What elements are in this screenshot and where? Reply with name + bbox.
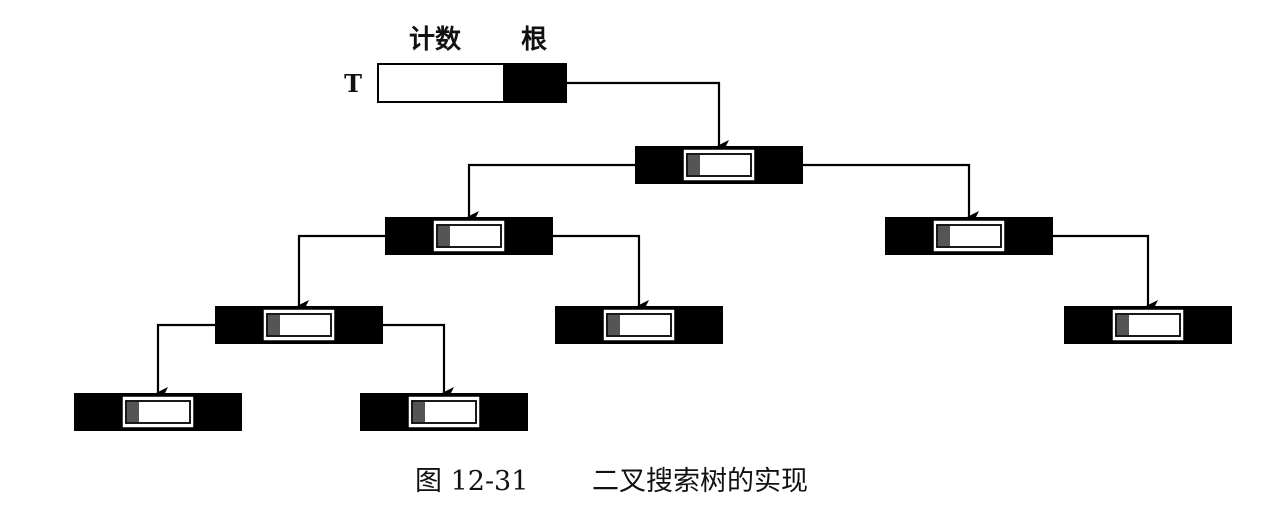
node-value-box bbox=[936, 224, 1002, 248]
tree-node-root bbox=[635, 146, 803, 184]
node-key-marker bbox=[413, 402, 425, 422]
right-child-pointer bbox=[675, 306, 723, 344]
left-child-pointer bbox=[635, 146, 683, 184]
tree-node-n-l bbox=[385, 217, 553, 255]
left-child-pointer bbox=[1064, 306, 1112, 344]
edge-n-l-to-n-ll bbox=[297, 234, 409, 312]
left-child-pointer bbox=[215, 306, 263, 344]
tree-header-record bbox=[377, 63, 567, 103]
tree-node-n-r bbox=[885, 217, 1053, 255]
right-child-pointer bbox=[480, 393, 528, 431]
root-pointer-field bbox=[503, 63, 567, 103]
node-key-marker bbox=[608, 315, 620, 335]
node-key-marker bbox=[938, 226, 950, 246]
left-child-pointer bbox=[555, 306, 603, 344]
node-value-box bbox=[266, 313, 332, 337]
node-value-box bbox=[1115, 313, 1181, 337]
right-child-pointer bbox=[755, 146, 803, 184]
edge-n-ll-to-n-lll bbox=[156, 323, 239, 399]
edge-n-ll-to-n-llr bbox=[359, 323, 454, 399]
tree-node-n-ll bbox=[215, 306, 383, 344]
node-key-marker bbox=[438, 226, 450, 246]
edge-n-r-to-n-rr bbox=[1029, 234, 1158, 312]
right-child-pointer bbox=[1184, 306, 1232, 344]
tree-variable-label: T bbox=[344, 69, 362, 98]
edge-root-to-n-r bbox=[779, 163, 979, 223]
edge-root-to-n-l bbox=[467, 163, 659, 223]
right-child-pointer bbox=[1005, 217, 1053, 255]
right-child-pointer bbox=[505, 217, 553, 255]
figure-number: 图 12-31 bbox=[415, 466, 528, 497]
edge-n-l-to-n-lr bbox=[529, 234, 649, 312]
node-value-box bbox=[436, 224, 502, 248]
node-value-box bbox=[606, 313, 672, 337]
node-key-marker bbox=[268, 315, 280, 335]
right-child-pointer bbox=[194, 393, 242, 431]
right-child-pointer bbox=[335, 306, 383, 344]
count-label: 计数 bbox=[409, 25, 462, 55]
tree-node-n-llr bbox=[360, 393, 528, 431]
left-child-pointer bbox=[385, 217, 433, 255]
figure-title: 二叉搜索树的实现 bbox=[592, 466, 808, 497]
node-key-marker bbox=[1117, 315, 1129, 335]
count-field bbox=[377, 63, 505, 103]
edge-header-to-root bbox=[566, 81, 729, 152]
left-child-pointer bbox=[360, 393, 408, 431]
tree-node-n-lll bbox=[74, 393, 242, 431]
node-key-marker bbox=[688, 155, 700, 175]
root-label: 根 bbox=[521, 25, 547, 55]
tree-node-n-rr bbox=[1064, 306, 1232, 344]
node-key-marker bbox=[127, 402, 139, 422]
node-value-box bbox=[411, 400, 477, 424]
tree-node-n-lr bbox=[555, 306, 723, 344]
left-child-pointer bbox=[885, 217, 933, 255]
nodes-layer bbox=[74, 146, 1232, 431]
node-value-box bbox=[125, 400, 191, 424]
edges-layer bbox=[156, 81, 1158, 399]
left-child-pointer bbox=[74, 393, 122, 431]
node-value-box bbox=[686, 153, 752, 177]
